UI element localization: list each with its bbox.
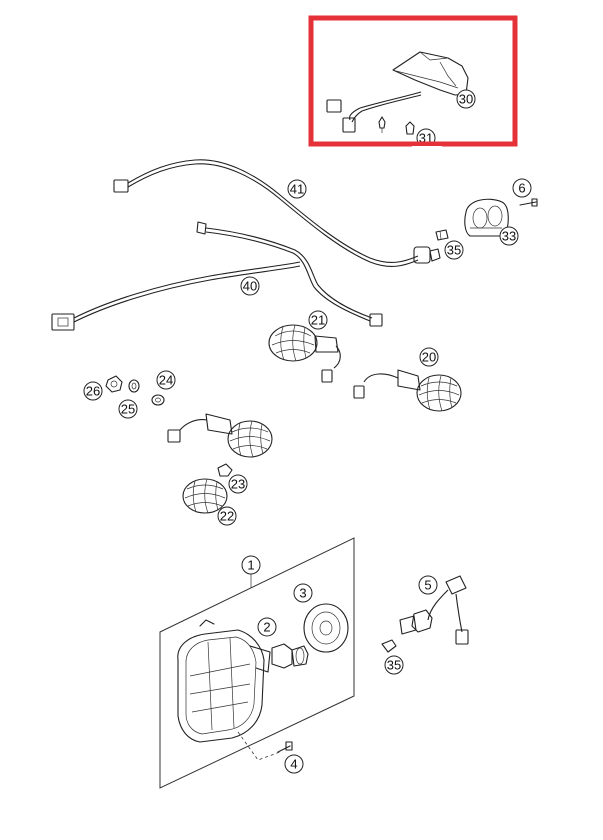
screw-23[interactable] [217, 463, 233, 477]
washer-24[interactable] [151, 394, 165, 406]
callout-33-label: 33 [502, 229, 516, 244]
wiring-harness-40[interactable] [51, 221, 383, 331]
callout-6-label: 6 [518, 181, 525, 196]
indicator-21[interactable] [268, 324, 341, 383]
callout-41: 41 [287, 179, 307, 199]
washer-25[interactable] [128, 379, 140, 393]
tail-light-30[interactable] [392, 51, 469, 96]
callout-35-bottom-label: 35 [387, 658, 401, 673]
callout-20-label: 20 [422, 350, 436, 365]
callout-26-label: 26 [86, 384, 100, 399]
indicator-rear[interactable] [167, 413, 273, 458]
callout-1-label: 1 [247, 558, 254, 573]
mask [412, 146, 442, 152]
callout-21: 21 [308, 310, 328, 330]
callout-23-label: 23 [231, 477, 245, 492]
callout-25-label: 25 [121, 402, 135, 417]
tail-light-wire [326, 91, 422, 133]
callout-20: 20 [419, 347, 439, 367]
callout-6: 6 [512, 178, 532, 198]
callout-5-label: 5 [424, 578, 431, 593]
callout-4-label: 4 [290, 757, 297, 772]
callout-2: 2 [257, 617, 277, 637]
callout-5: 5 [418, 575, 438, 595]
screw-4[interactable] [277, 741, 293, 753]
holder-3[interactable] [303, 603, 349, 653]
bulb-35-bottom[interactable] [381, 639, 397, 653]
callout-41-label: 41 [290, 182, 304, 197]
callout-26: 26 [83, 381, 103, 401]
callout-3: 3 [293, 583, 313, 603]
bulb-31[interactable] [378, 116, 415, 135]
callout-1: 1 [241, 555, 261, 588]
headlight-1[interactable] [177, 619, 271, 743]
indicator-20[interactable] [353, 369, 462, 412]
callout-30-label: 30 [459, 92, 473, 107]
callout-21-label: 21 [311, 313, 325, 328]
wiring-harness-41[interactable] [113, 159, 441, 268]
bulb-2[interactable] [271, 643, 309, 669]
bulb-35-top[interactable] [435, 229, 449, 241]
callout-4: 4 [284, 754, 304, 774]
callout-35-top-label: 35 [447, 243, 461, 258]
callout-40: 40 [240, 276, 260, 296]
lens-22[interactable] [182, 478, 228, 514]
screw-6[interactable] [519, 198, 538, 207]
callout-30: 30 [456, 89, 476, 109]
callout-25: 25 [118, 399, 138, 419]
nut-26[interactable] [105, 375, 123, 393]
callout-23: 23 [228, 474, 248, 494]
callout-2-label: 2 [263, 620, 270, 635]
callout-35-top: 35 [444, 240, 464, 260]
callout-24-label: 24 [159, 373, 173, 388]
socket-5[interactable] [399, 575, 469, 645]
callout-22-label: 22 [220, 509, 234, 524]
callout-35-bottom: 35 [384, 655, 404, 675]
callout-3-label: 3 [299, 586, 306, 601]
callout-22: 22 [217, 506, 237, 526]
headlight-frame [159, 537, 355, 789]
plate-light-33[interactable] [464, 198, 509, 237]
callout-40-label: 40 [243, 279, 257, 294]
callout-33: 33 [499, 226, 519, 246]
callout-24: 24 [156, 370, 176, 390]
highlight-box-front [308, 15, 518, 147]
